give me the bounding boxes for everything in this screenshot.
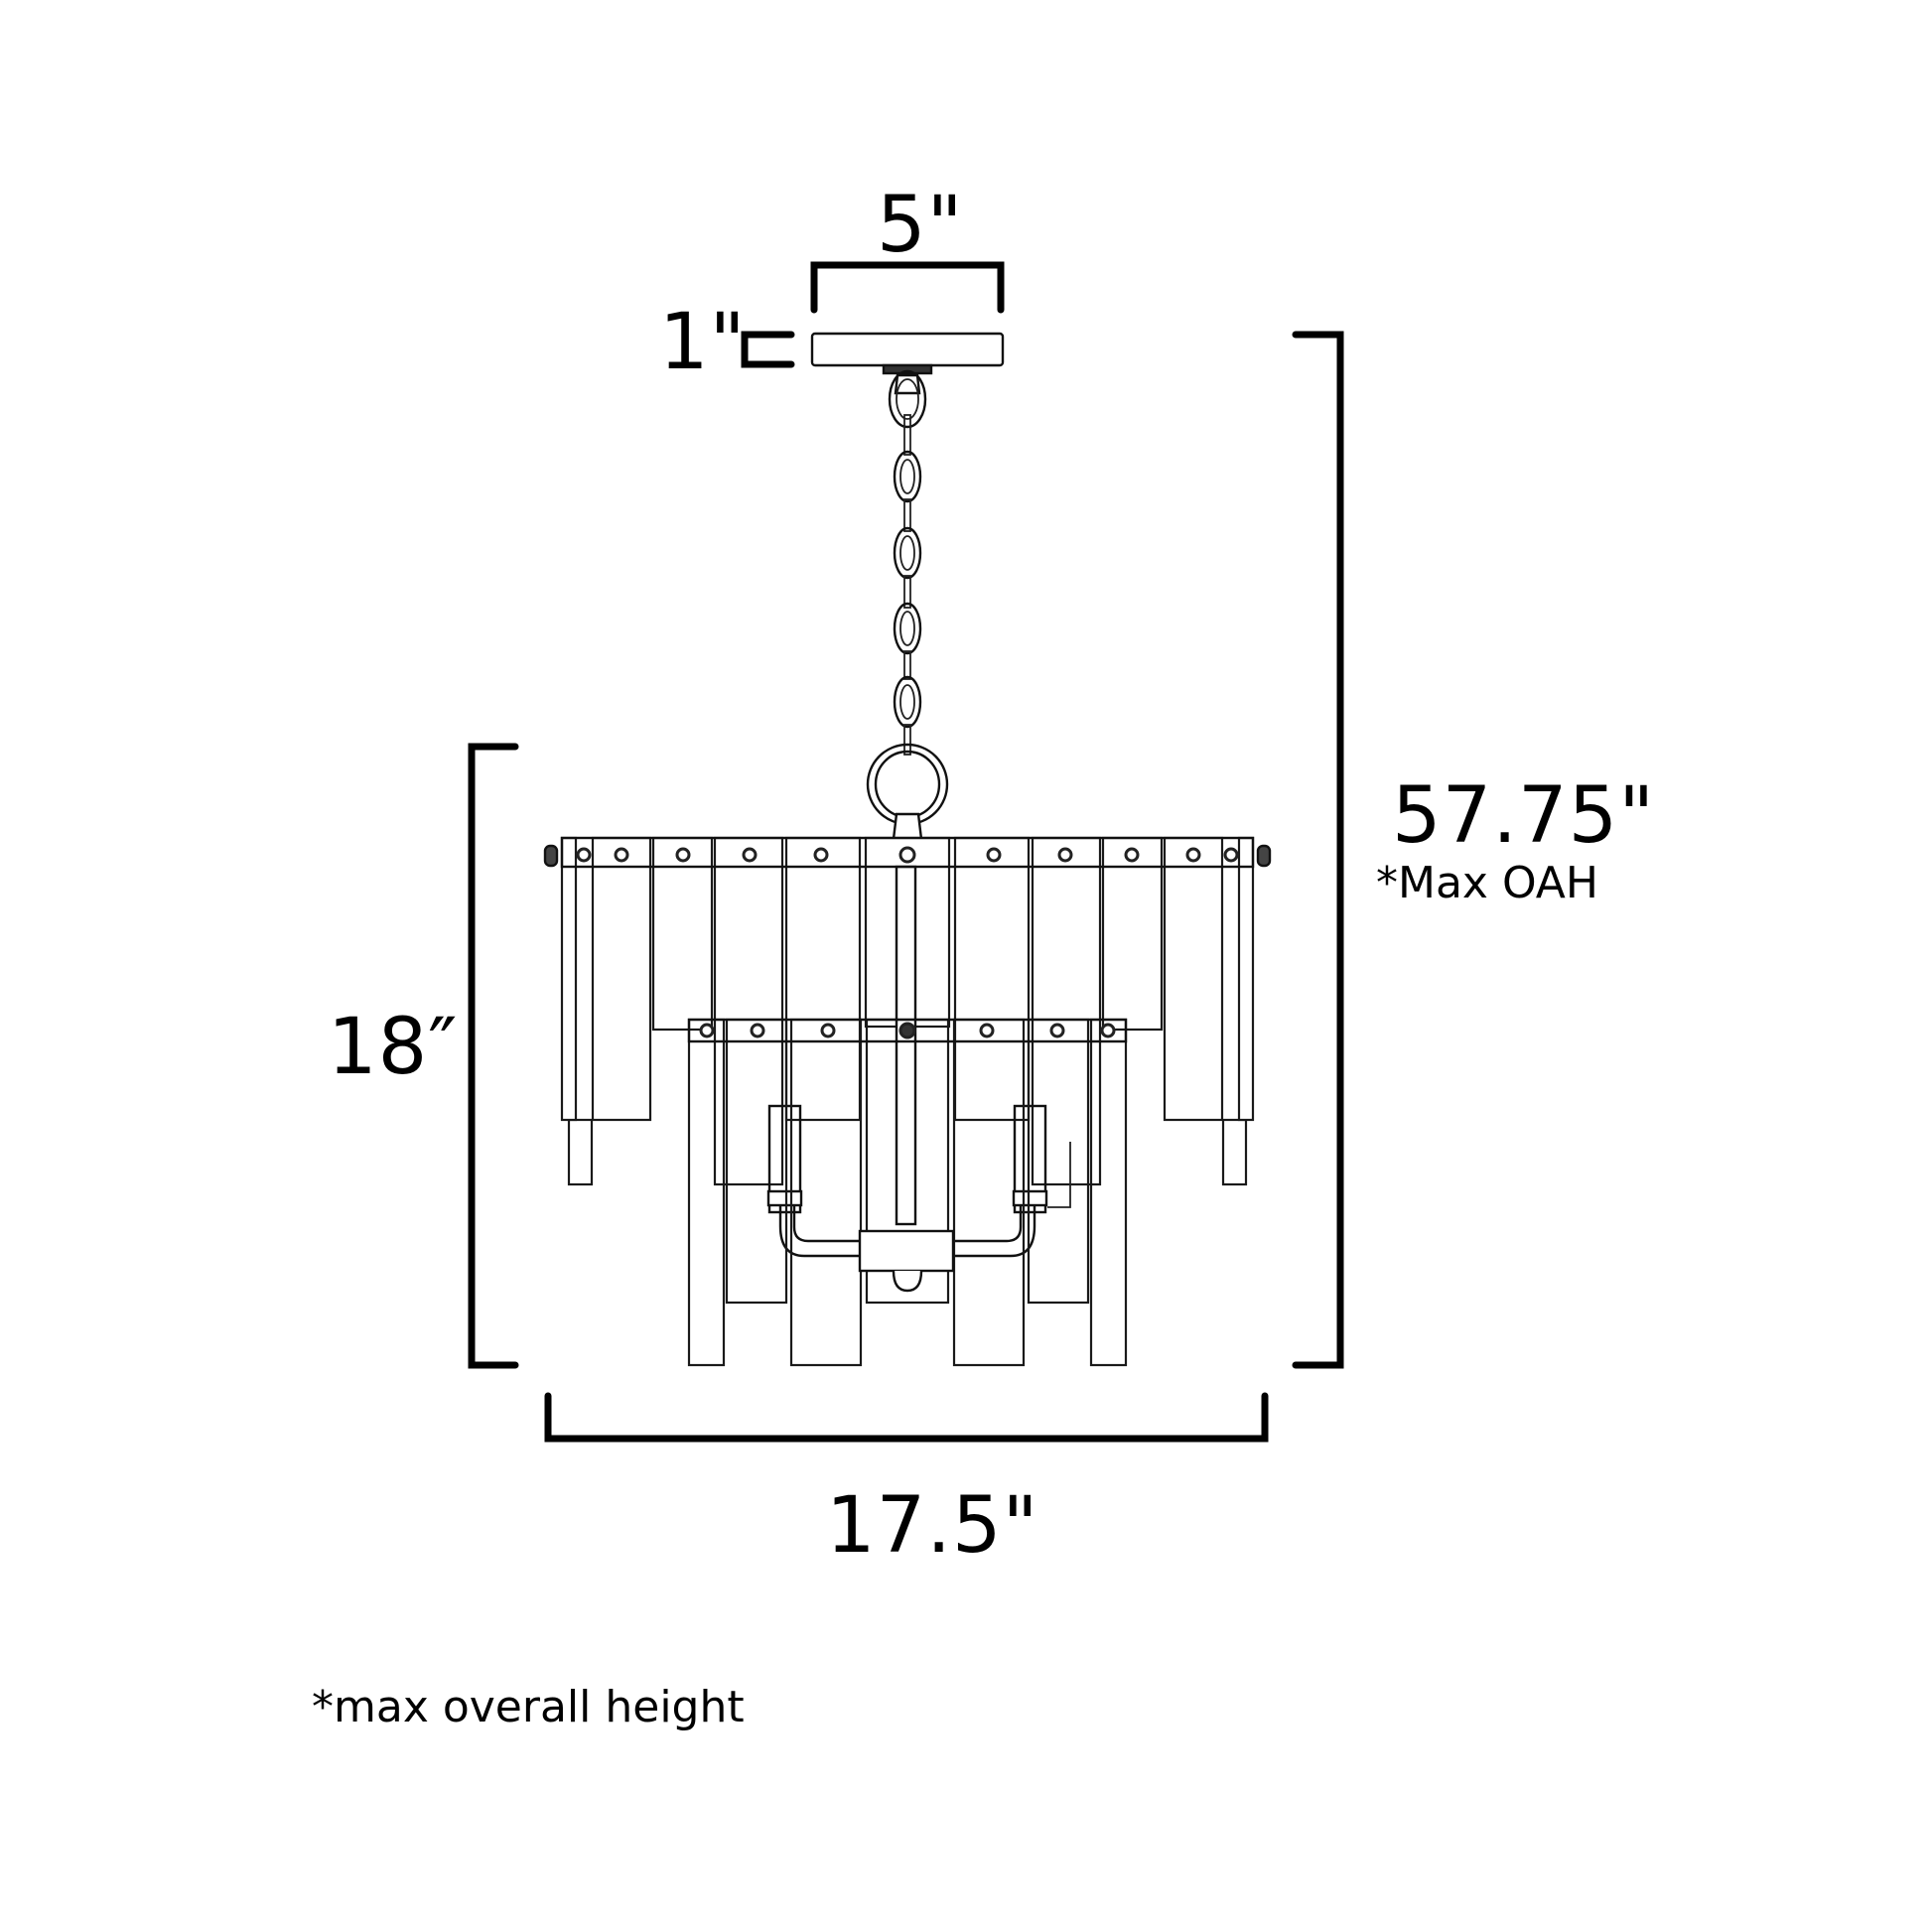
fixture-width-bracket — [544, 1392, 1269, 1443]
canopy-height-bracket — [741, 331, 795, 368]
canopy-width-bracket — [810, 261, 1005, 314]
fixture-width-label: 17.5" — [826, 1481, 1039, 1571]
fixture-height-label: 18″ — [328, 1003, 459, 1092]
canopy — [810, 332, 1005, 375]
fixture-height-bracket — [468, 743, 519, 1369]
lower-tier-panels — [687, 1018, 1128, 1367]
upper-band — [543, 836, 1272, 869]
dimension-brackets — [468, 261, 1344, 1443]
max-oah-note: *Max OAH — [1376, 858, 1598, 908]
overall-height-bracket — [1292, 331, 1344, 1369]
chain — [888, 369, 927, 756]
center-body — [858, 1229, 955, 1293]
canopy-width-label: 5" — [877, 181, 964, 270]
footnote: *max overall height — [312, 1682, 745, 1732]
candle-arms — [766, 1104, 1071, 1258]
hanging-ring — [866, 743, 949, 841]
canopy-height-label: 1" — [659, 298, 747, 387]
overall-height-label: 57.75" — [1392, 771, 1656, 861]
